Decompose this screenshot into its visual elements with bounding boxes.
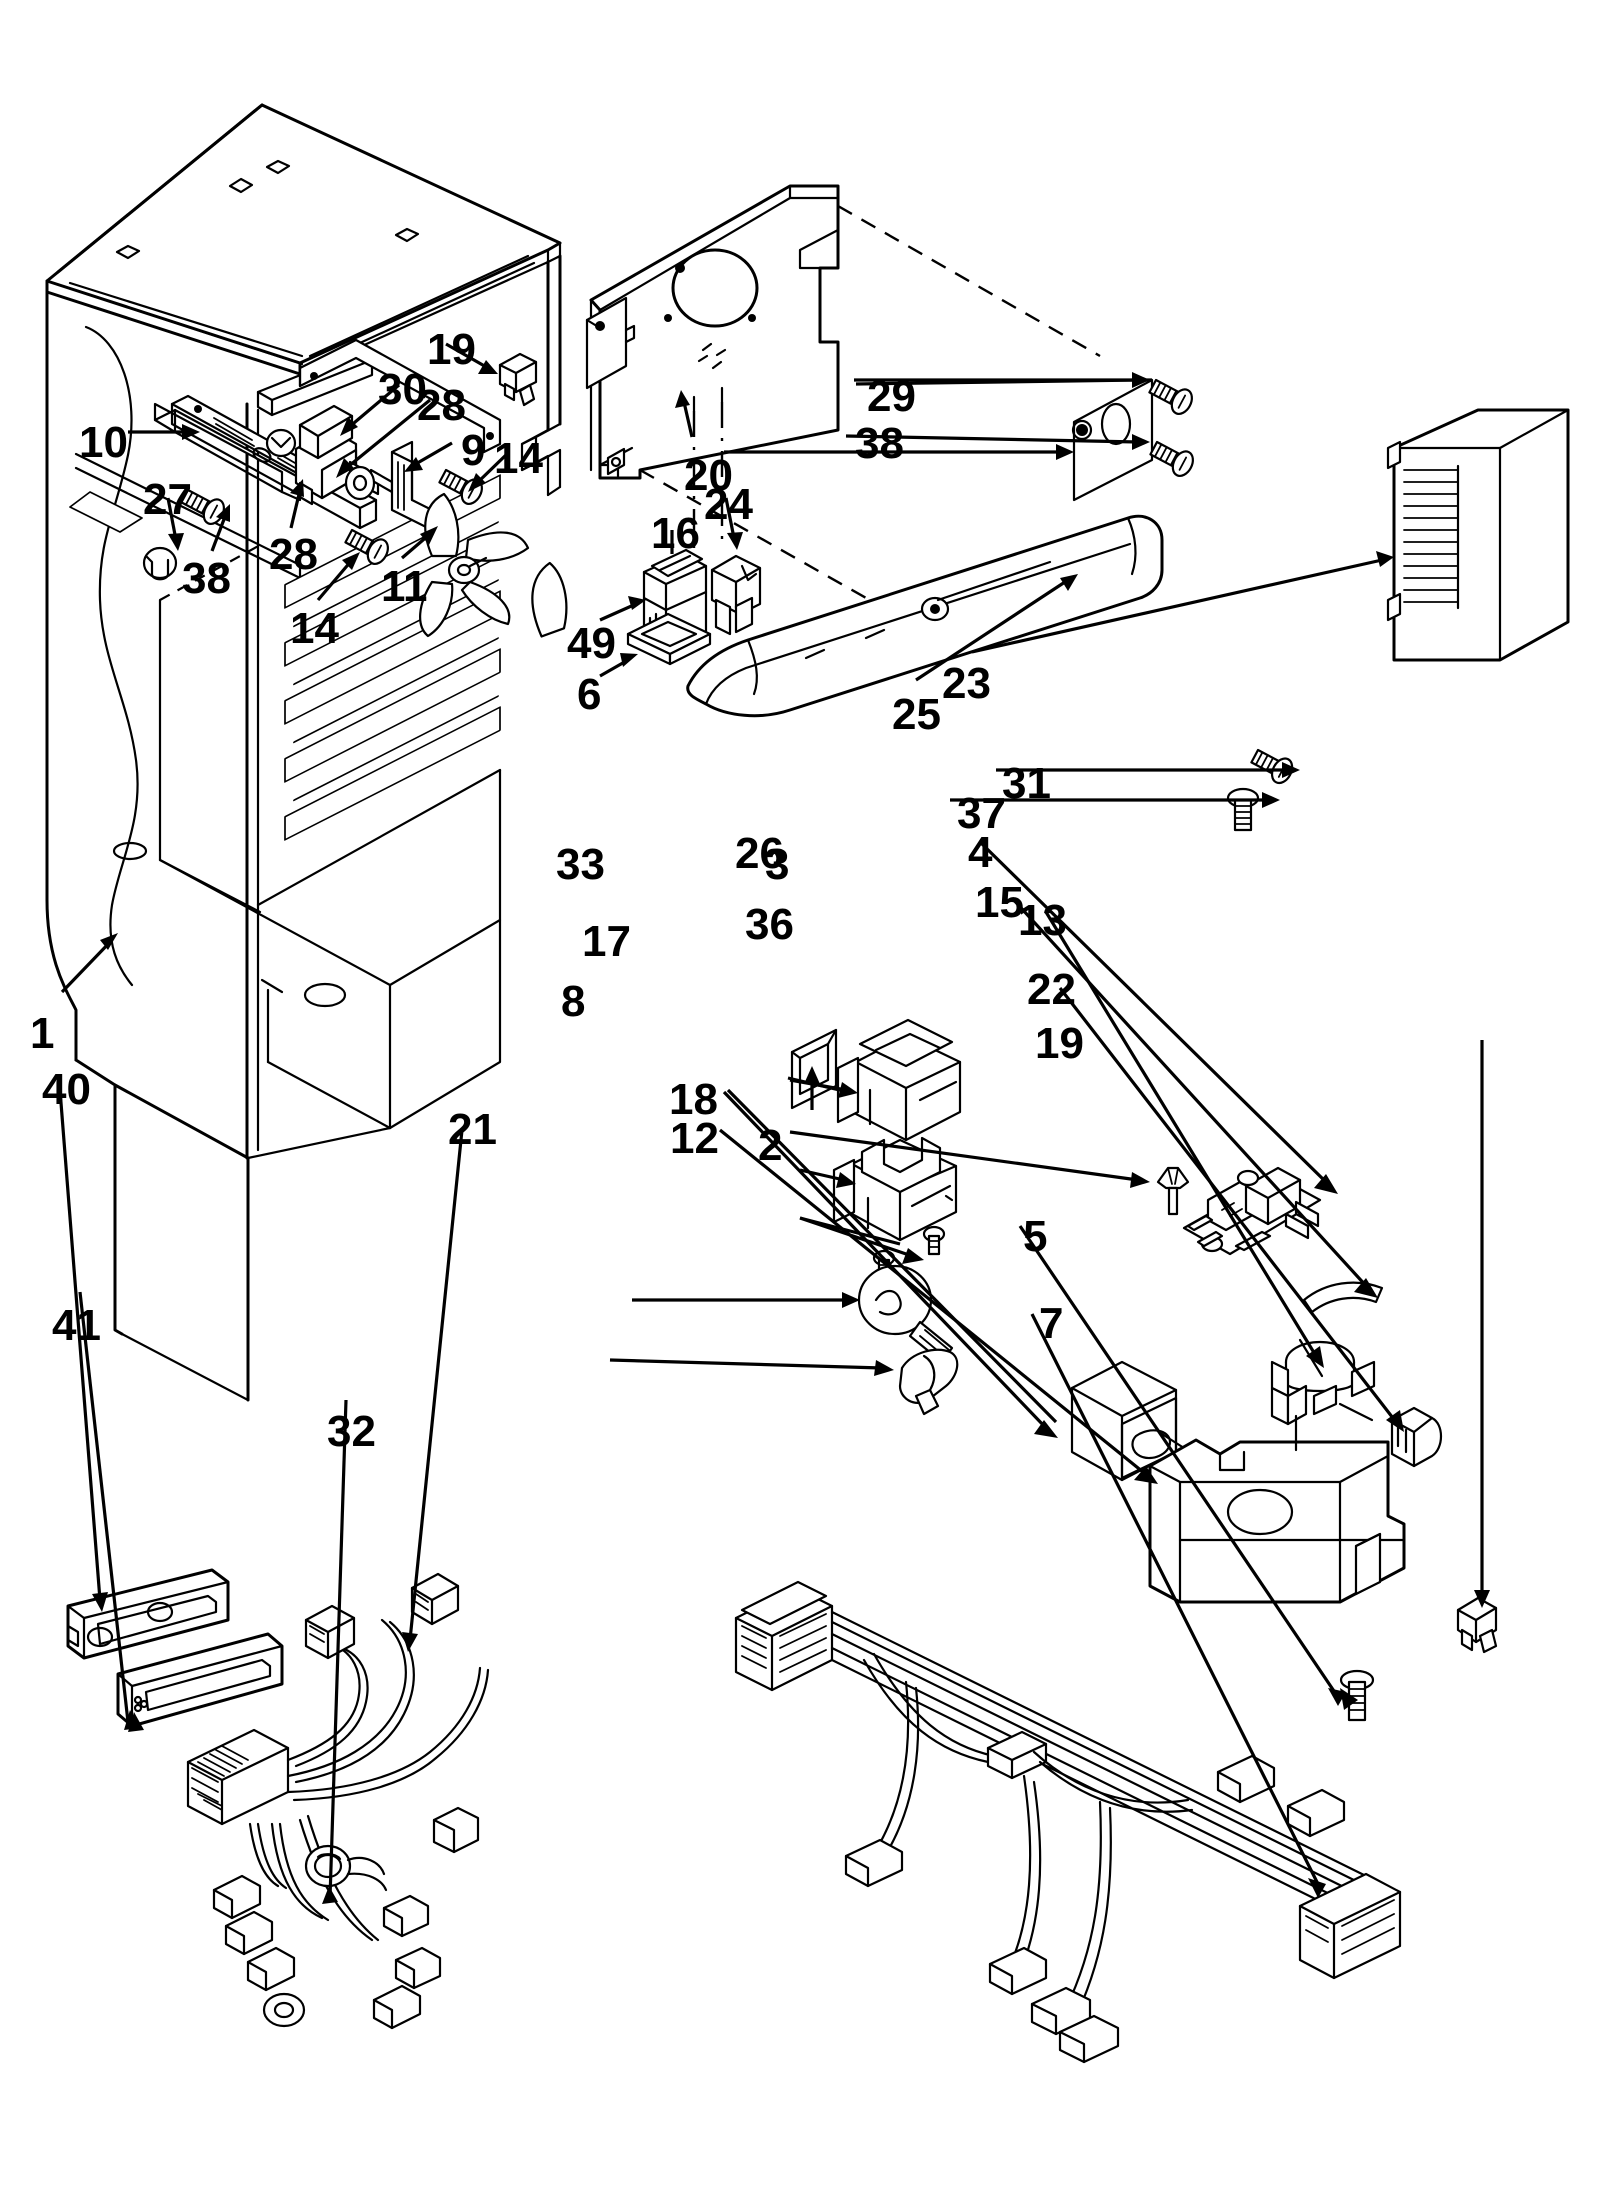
screw-board-mount-shape xyxy=(1226,787,1260,832)
screw-hex-head-shape xyxy=(1339,1669,1375,1722)
connector-block-small-shape xyxy=(710,554,762,636)
callout-20: 20 xyxy=(684,451,733,500)
connector-retainer-shape xyxy=(626,612,712,666)
callout-13: 13 xyxy=(1018,896,1067,945)
harness-inline-device xyxy=(432,1806,480,1854)
callout-2: 2 xyxy=(758,1121,783,1170)
plug-button-shape xyxy=(142,546,178,581)
main-wire-harness-shape xyxy=(734,1580,1402,2064)
callout-10: 10 xyxy=(79,418,128,467)
callout-23: 23 xyxy=(942,659,991,708)
callout-28b: 28 xyxy=(269,530,318,579)
callout-33: 33 xyxy=(556,840,605,889)
callout-9: 9 xyxy=(461,426,486,475)
main-connector-pins xyxy=(741,1613,827,1673)
callout-7: 7 xyxy=(1039,1299,1064,1348)
callout-5: 5 xyxy=(1023,1212,1048,1261)
callout-28: 28 xyxy=(417,381,466,430)
liner-shelf-hatch xyxy=(293,521,499,802)
callout-1: 1 xyxy=(30,1009,55,1058)
callout-14b: 14 xyxy=(290,604,339,653)
callout-12: 12 xyxy=(670,1114,719,1163)
callout-37: 37 xyxy=(957,789,1006,838)
callout-29: 29 xyxy=(867,372,916,421)
callout-22: 22 xyxy=(1027,965,1076,1014)
callout-26: 26 xyxy=(735,829,784,878)
screw-panel-right-shape xyxy=(1149,440,1194,478)
callout-27: 27 xyxy=(143,475,192,524)
callout-4: 4 xyxy=(968,828,993,877)
rear-access-panel-shape xyxy=(585,184,1101,622)
screw-panel-shape xyxy=(1148,378,1193,416)
harness-pins xyxy=(191,1745,249,1811)
callout-49: 49 xyxy=(567,619,616,668)
callout-16: 16 xyxy=(651,509,700,558)
callout-40: 40 xyxy=(42,1065,91,1114)
wire-clip-top-shape xyxy=(498,352,538,407)
callout-8: 8 xyxy=(561,977,586,1026)
callout-11: 11 xyxy=(381,562,428,611)
evaporator-fan-blade-shape xyxy=(419,492,568,638)
duct-cover-louvers xyxy=(1403,464,1460,610)
callout-14: 14 xyxy=(494,434,543,483)
callout-31: 31 xyxy=(1002,759,1051,808)
push-pin-fastener-shape xyxy=(1156,1166,1190,1216)
harness-terminals xyxy=(212,1874,442,2030)
callout-3: 3 xyxy=(765,840,790,889)
callout-19: 19 xyxy=(427,325,476,374)
callout-17: 17 xyxy=(582,917,631,966)
harness-grommet-shape xyxy=(304,1844,388,1892)
callout-38: 38 xyxy=(182,554,231,603)
fan-mount-assembly xyxy=(153,338,502,530)
callout-15: 15 xyxy=(975,878,1024,927)
end-connector-pins xyxy=(1305,1899,1395,1955)
callout-38b: 38 xyxy=(855,419,904,468)
callout-25: 25 xyxy=(892,690,941,739)
callout-19b: 19 xyxy=(1035,1019,1084,1068)
switch-cover-shape xyxy=(836,1018,962,1142)
lamp-socket-clip-shape xyxy=(898,1348,959,1416)
defrost-thermostat-shape xyxy=(1270,1338,1376,1452)
evaporator-fan-motor-shape xyxy=(294,404,394,506)
callout-6: 6 xyxy=(577,670,602,719)
light-lens-trim-shape xyxy=(116,1632,284,1728)
drain-pan-support-shape xyxy=(1148,1438,1406,1604)
callout-36: 36 xyxy=(745,900,794,949)
electronic-control-board-shape xyxy=(1182,1166,1322,1256)
callout-30: 30 xyxy=(378,365,427,414)
callout-21: 21 xyxy=(448,1105,497,1154)
wire-clip-bottom-shape xyxy=(1456,1596,1498,1654)
callout-leaders xyxy=(58,342,1490,1904)
light-switch-housing-shape xyxy=(832,1136,958,1242)
screw-plug-left-shape xyxy=(180,488,225,526)
plug-button-motor xyxy=(265,428,297,458)
air-duct-cover-shape xyxy=(1386,408,1570,662)
air-duct-assembly-shape xyxy=(686,514,1164,718)
callout-32: 32 xyxy=(327,1407,376,1456)
callout-18: 18 xyxy=(669,1075,718,1124)
cabinet-liner-shape xyxy=(45,103,562,1402)
light-lens-cover-shape xyxy=(66,1568,230,1660)
switch-trim-frame-shape xyxy=(790,1028,838,1110)
callout-24: 24 xyxy=(704,480,753,529)
callout-41: 41 xyxy=(52,1301,101,1350)
